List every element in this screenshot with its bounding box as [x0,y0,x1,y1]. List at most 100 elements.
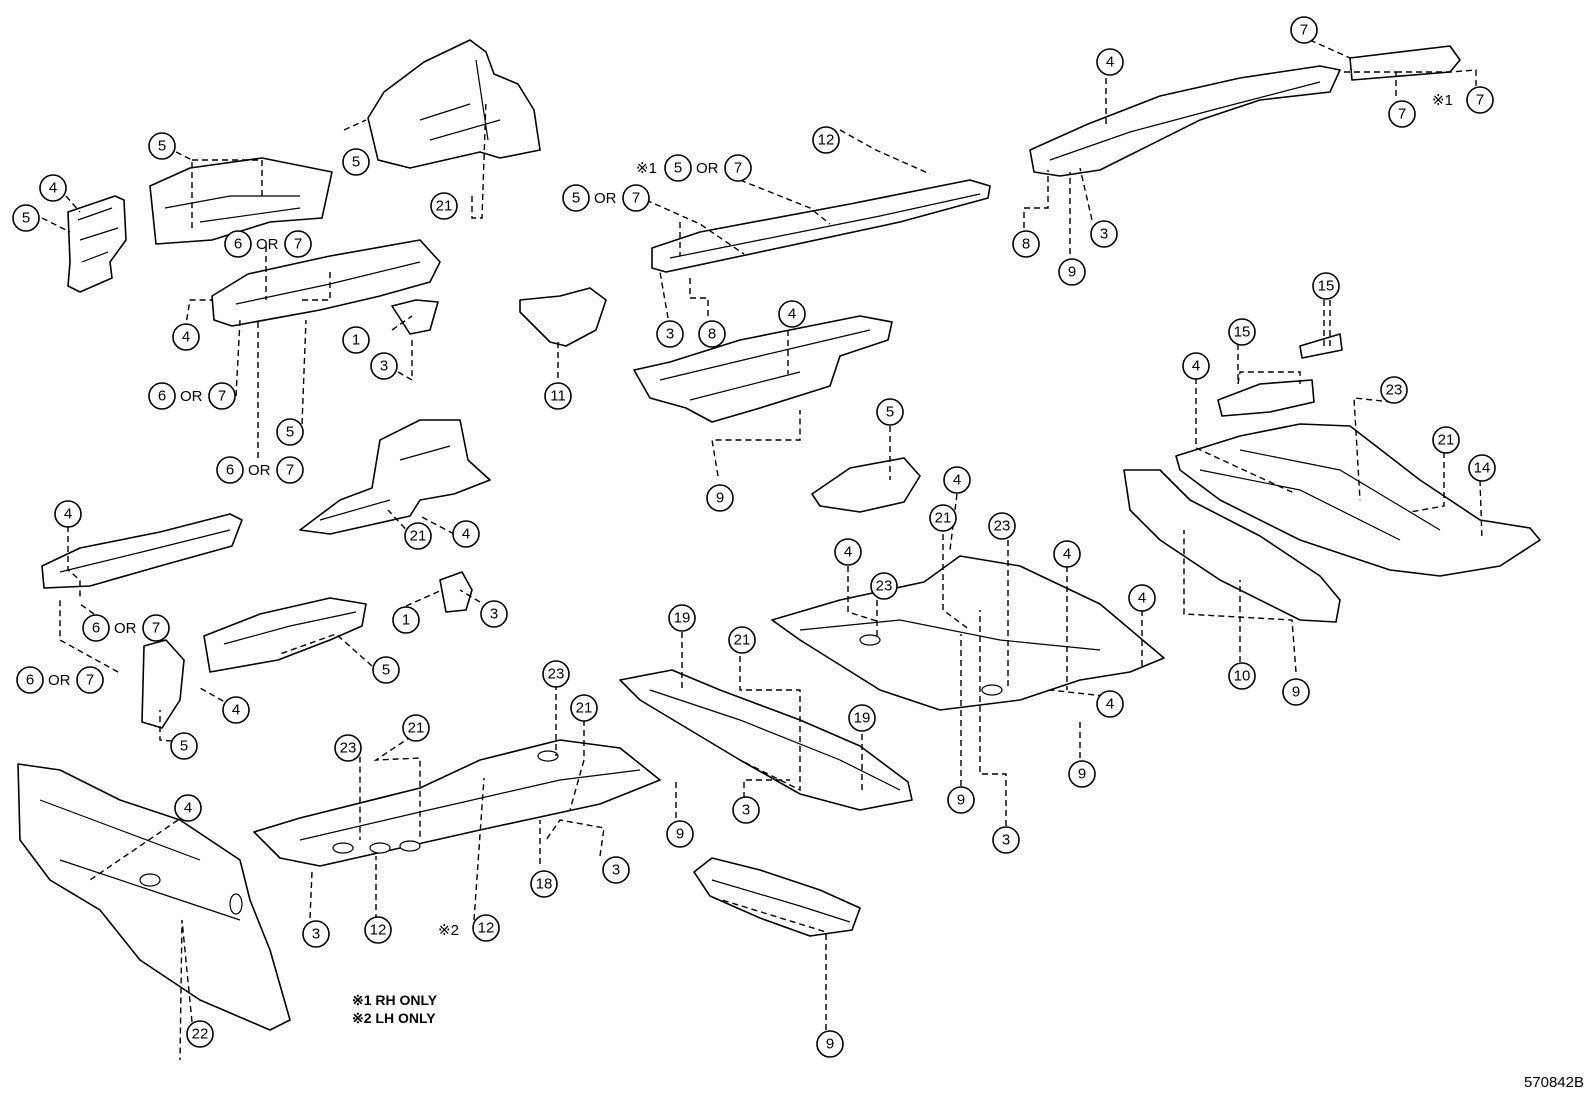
callout-3-text: 3 [612,862,620,879]
callout-21-text: 21 [935,510,952,527]
callout-23: 23 [542,660,570,688]
callout-15-text: 15 [1318,278,1335,295]
callout-4-text: 4 [232,702,240,719]
callout-7: 7 [76,666,104,694]
callout-7-text: 7 [86,672,94,689]
callout-12-text: 12 [818,132,835,149]
callout-9-text: 9 [1068,264,1076,281]
callout-21: 21 [404,522,432,550]
callout-21: 21 [570,694,598,722]
callout-11: 11 [544,382,572,410]
callout-6-text: 6 [234,236,242,253]
callout-5-text: 5 [382,662,390,679]
callout-21-text: 21 [410,528,427,545]
callout-4-text: 4 [49,180,57,197]
callout-3: 3 [656,320,684,348]
callout-23-text: 23 [548,666,565,683]
callout-3: 3 [370,352,398,380]
callout-10-text: 10 [1234,668,1251,685]
callout-or-text: OR [696,160,719,177]
callout-7: 7 [142,614,170,642]
callout-5-text: 5 [674,160,682,177]
callout-4: 4 [778,300,806,328]
callout-15: 15 [1228,318,1256,346]
callout-18: 18 [530,870,558,898]
callout-7: 7 [1290,16,1318,44]
callout-7-text: 7 [1476,92,1484,109]
callout-6-text: 6 [158,388,166,405]
callout-15: 15 [1312,272,1340,300]
note-rh-only: ※1 RH ONLY [352,992,438,1008]
callout-9-text: 9 [676,826,684,843]
callout-9: 9 [816,1030,844,1058]
callout-3: 3 [302,920,330,948]
callout-3-text: 3 [312,926,320,943]
callout-3: 3 [992,826,1020,854]
callout-4-text: 4 [1106,54,1114,71]
callout-1: 1 [342,326,370,354]
callout-7-text: 7 [218,388,226,405]
callout-4: 4 [1182,352,1210,380]
callout-21: 21 [430,192,458,220]
callout-9-text: 9 [957,792,965,809]
callout-4-text: 4 [788,306,796,323]
callout-23: 23 [870,572,898,600]
note-lh-only: ※2 LH ONLY [352,1010,436,1026]
callout-23: 23 [334,734,362,762]
callout-7-text: 7 [632,190,640,207]
callout-9: 9 [666,820,694,848]
callout-1-text: 1 [402,612,410,629]
callout-5-text: 5 [286,424,294,441]
callout-21: 21 [728,626,756,654]
callout-6-text: 6 [92,620,100,637]
callout-or-text: OR [248,462,271,479]
callout-19: 19 [848,704,876,732]
callout-5-or-7: 5 [562,184,590,212]
figure-code: 570842B [1523,1074,1584,1091]
callout-7: 7 [1466,86,1494,114]
callout-5: 5 [148,132,176,160]
callout-23-text: 23 [994,518,1011,535]
callout-4-text: 4 [184,800,192,817]
callout-4: 4 [39,174,67,202]
callout-21: 21 [402,714,430,742]
callout-23-text: 23 [876,578,893,595]
callout-6-or-7: 6 [82,614,110,642]
callout-5: 5 [276,418,304,446]
callout-4-text: 4 [1192,358,1200,375]
callout-5: 5 [372,656,400,684]
callout-3-text: 3 [666,326,674,343]
callout-5-text: 5 [352,154,360,171]
callout-21: 21 [929,504,957,532]
callout-4-text: 4 [1138,590,1146,607]
callout-lh-mark: ※2 [438,922,459,939]
callout-4: 4 [1053,540,1081,568]
callout-3: 3 [732,796,760,824]
callout-9: 9 [1058,258,1086,286]
callout-12: 12 [364,916,392,944]
callout-3-text: 3 [380,358,388,375]
callout-4: 4 [54,500,82,528]
callout-15-text: 15 [1234,324,1251,341]
callout-6-or-7: 6 [16,666,44,694]
callout-5: 5 [876,398,904,426]
callout-4: 4 [452,520,480,548]
callout-1-text: 1 [352,332,360,349]
callout-1: 1 [392,606,420,634]
callout-23-text: 23 [1386,382,1403,399]
callout-4-text: 4 [462,526,470,543]
callout-12: 12 [472,914,500,942]
callout-3-text: 3 [1100,226,1108,243]
callout-7-text: 7 [1398,106,1406,123]
callout-19-text: 19 [854,710,871,727]
callout-4-text: 4 [1106,696,1114,713]
callout-7: 7 [208,382,236,410]
callout-9: 9 [1282,678,1310,706]
callout-8-text: 8 [708,326,716,343]
callout-3-text: 3 [490,606,498,623]
callout-5: 5 [342,148,370,176]
callout-or-text: OR [180,388,203,405]
callout-7-text: 7 [286,462,294,479]
callout-8: 8 [698,320,726,348]
callout-or-text: OR [48,672,71,689]
